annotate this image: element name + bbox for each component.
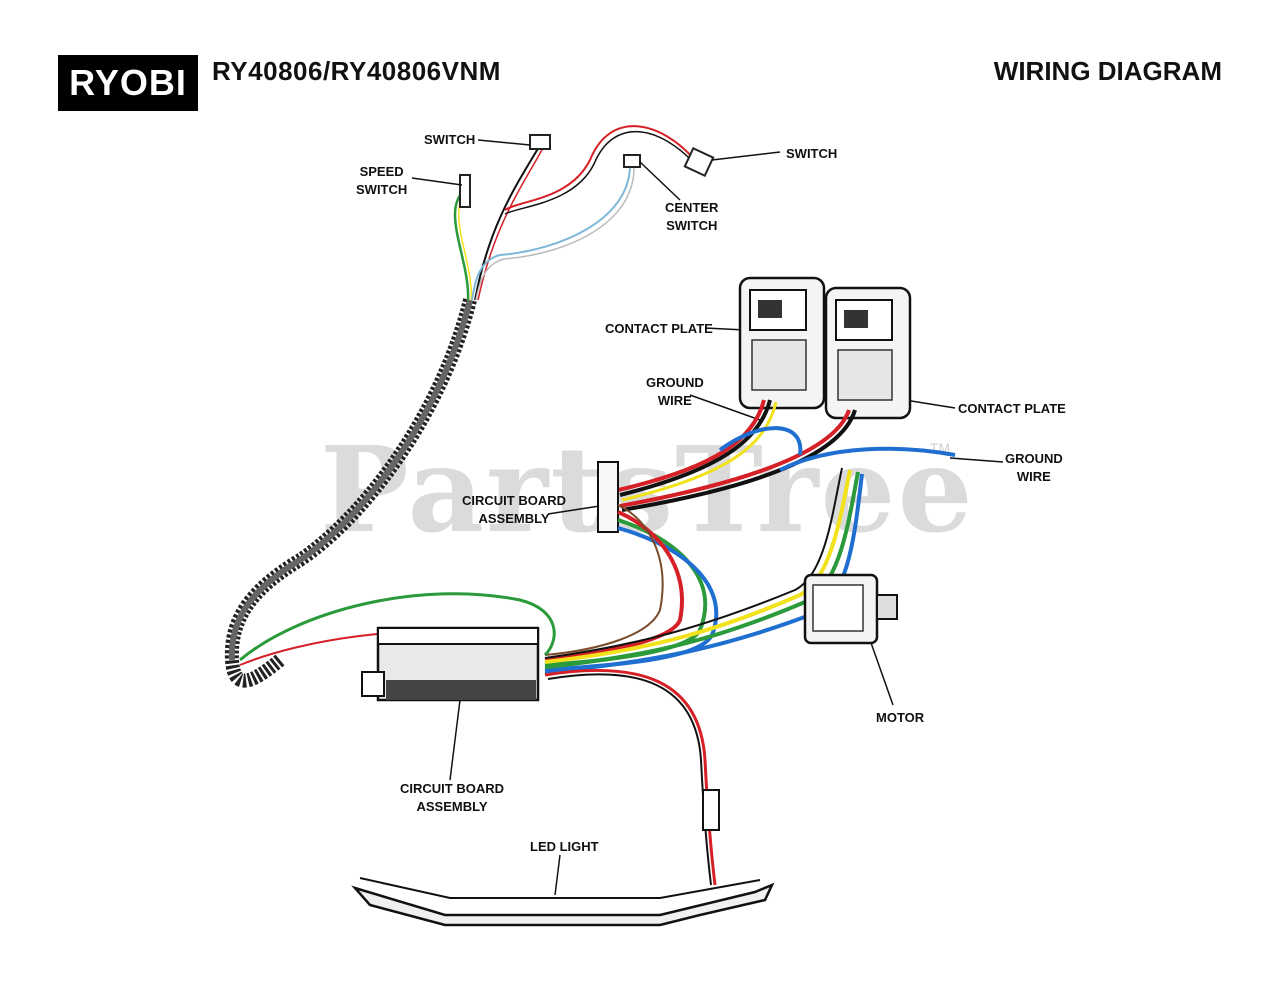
motor-shape xyxy=(803,573,898,645)
model-number: RY40806/RY40806VNM xyxy=(212,56,501,86)
switch-right-body xyxy=(683,146,715,178)
center-switch-body xyxy=(623,154,641,168)
label-ground-wire-right: GROUND WIRE xyxy=(1005,451,1063,484)
label-circuit-board-upper: CIRCUIT BOARD ASSEMBLY xyxy=(462,493,566,526)
label-led-light: LED LIGHT xyxy=(530,839,599,854)
contact-plate-left-shape xyxy=(738,276,826,410)
label-contact-plate-right: CONTACT PLATE xyxy=(958,401,1066,416)
label-motor: MOTOR xyxy=(876,710,925,725)
led-wire xyxy=(544,668,717,886)
label-contact-plate-left: CONTACT PLATE xyxy=(605,321,713,336)
ground-wire-left-path xyxy=(718,426,803,456)
label-switch-right: SWITCH xyxy=(786,146,838,161)
label-center-switch: CENTER SWITCH xyxy=(665,200,719,233)
circuit-board-upper-shape xyxy=(597,461,619,533)
ryobi-logo: RYOBI xyxy=(58,55,198,111)
wire-center-switch xyxy=(471,164,631,301)
label-speed-switch: SPEED SWITCH xyxy=(356,164,408,197)
label-ground-wire-left: GROUND WIRE xyxy=(646,375,704,408)
led-light-shape xyxy=(351,882,775,927)
wire-speed-switch xyxy=(453,189,470,301)
page-title: WIRING DIAGRAM xyxy=(993,56,1222,86)
wire-switch-top xyxy=(474,144,541,301)
wire-switch-right xyxy=(504,125,696,211)
led-connector xyxy=(702,789,720,831)
contact-plate-right-shape xyxy=(824,286,912,420)
switch-top-body xyxy=(529,134,551,150)
label-switch-top: SWITCH xyxy=(424,132,476,147)
logo-text: RYOBI xyxy=(69,62,187,103)
label-circuit-board-lower: CIRCUIT BOARD ASSEMBLY xyxy=(400,781,504,814)
harness-conduit xyxy=(224,298,477,688)
speed-switch-body xyxy=(459,174,471,208)
circuit-board-lower-shape xyxy=(361,626,540,702)
ground-wire-right-path xyxy=(779,446,956,472)
